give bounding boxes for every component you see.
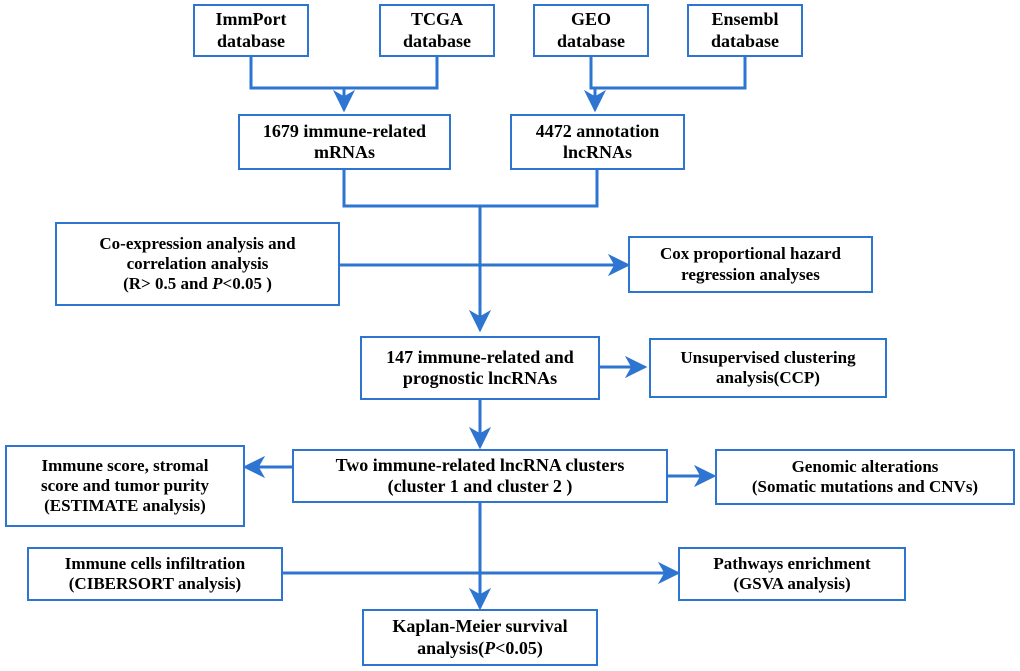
node-cibersort-line2: (CIBERSORT analysis) xyxy=(68,574,242,593)
node-prognostic-line1: 147 immune-related and xyxy=(386,346,574,367)
node-geo-database[interactable]: GEO database xyxy=(533,4,649,57)
node-tcga-line1: TCGA xyxy=(410,9,463,30)
node-coexpr-line2: correlation analysis xyxy=(126,253,269,273)
node-geo-line2: database xyxy=(556,30,625,51)
edge-geo-ensembl-merge xyxy=(589,57,747,90)
node-cox-regression[interactable]: Cox proportional hazard regression analy… xyxy=(628,236,873,293)
node-estimate-line1: Immune score, stromal xyxy=(41,455,209,475)
node-geo-line1: GEO xyxy=(570,9,611,30)
node-immport-database[interactable]: ImmPort database xyxy=(193,4,309,57)
node-immport-line1: ImmPort xyxy=(215,9,287,30)
node-estimate-scores[interactable]: Immune score, stromal score and tumor pu… xyxy=(5,445,245,527)
node-lncrnas-line1: 4472 annotation xyxy=(535,120,660,141)
node-ensembl-line2: database xyxy=(710,30,779,51)
node-clusters-line2: (cluster 1 and cluster 2 ) xyxy=(387,476,573,496)
node-immune-related-mrnas[interactable]: 1679 immune-related mRNAs xyxy=(238,114,451,170)
node-genomic-line1: Genomic alterations xyxy=(791,456,939,476)
edge-rna-merge xyxy=(342,170,599,208)
node-coexpression-analysis[interactable]: Co-expression analysis and correlation a… xyxy=(55,222,340,306)
node-km-line2: analysis(P<0.05) xyxy=(417,638,543,658)
node-cox-line1: Cox proportional hazard xyxy=(659,244,842,264)
node-tcga-database[interactable]: TCGA database xyxy=(379,4,495,57)
node-ccp-line1: Unsupervised clustering xyxy=(680,347,856,367)
node-prognostic-line2: prognostic lncRNAs xyxy=(402,368,558,388)
node-kaplan-meier-survival[interactable]: Kaplan-Meier survival analysis(P<0.05) xyxy=(362,609,598,666)
node-km-analysis-prefix: analysis( xyxy=(417,637,485,658)
node-km-pvalue-symbol: P xyxy=(484,637,496,658)
node-ccp-line2: analysis(CCP) xyxy=(716,368,820,387)
node-clusters-line1: Two immune-related lncRNA clusters xyxy=(335,454,625,475)
node-unsupervised-clustering[interactable]: Unsupervised clustering analysis(CCP) xyxy=(649,338,887,398)
node-gsva-pathways[interactable]: Pathways enrichment (GSVA analysis) xyxy=(678,547,906,601)
node-cibersort-line1: Immune cells infiltration xyxy=(64,553,246,573)
node-coexpr-threshold-suffix: <0.05 ) xyxy=(222,274,272,294)
node-cibersort-infiltration[interactable]: Immune cells infiltration (CIBERSORT ana… xyxy=(27,547,283,601)
node-km-analysis-suffix: <0.05) xyxy=(495,637,543,658)
node-genomic-line2: (Somatic mutations and CNVs) xyxy=(751,477,979,496)
node-gsva-line2: (GSVA analysis) xyxy=(733,574,851,593)
node-coexpr-threshold-prefix: (R> 0.5 and xyxy=(123,274,213,294)
node-mrnas-line2: mRNAs xyxy=(314,142,375,162)
node-two-lncrna-clusters[interactable]: Two immune-related lncRNA clusters (clus… xyxy=(292,449,668,503)
node-immport-line2: database xyxy=(216,30,285,51)
node-estimate-line3: (ESTIMATE analysis) xyxy=(44,496,206,516)
node-mrnas-line1: 1679 immune-related xyxy=(262,120,427,141)
node-estimate-line2: score and tumor purity xyxy=(41,475,209,495)
node-genomic-alterations[interactable]: Genomic alterations (Somatic mutations a… xyxy=(715,449,1015,505)
node-gsva-line1: Pathways enrichment xyxy=(713,553,871,573)
node-ensembl-line1: Ensembl xyxy=(711,9,779,30)
node-prognostic-lncrnas[interactable]: 147 immune-related and prognostic lncRNA… xyxy=(360,336,600,400)
node-coexpr-pvalue-symbol: P xyxy=(212,274,223,294)
node-ensembl-database[interactable]: Ensembl database xyxy=(687,4,803,57)
node-coexpr-line1: Co-expression analysis and xyxy=(99,233,296,253)
node-lncrnas-line2: lncRNAs xyxy=(562,142,632,162)
edge-immport-tcga-merge xyxy=(249,57,439,90)
node-km-line1: Kaplan-Meier survival xyxy=(392,616,568,637)
node-annotation-lncrnas[interactable]: 4472 annotation lncRNAs xyxy=(510,114,685,170)
node-coexpr-line3: (R> 0.5 and P<0.05 ) xyxy=(123,274,272,293)
node-tcga-line2: database xyxy=(402,30,471,51)
node-cox-line2: regression analyses xyxy=(681,264,820,284)
